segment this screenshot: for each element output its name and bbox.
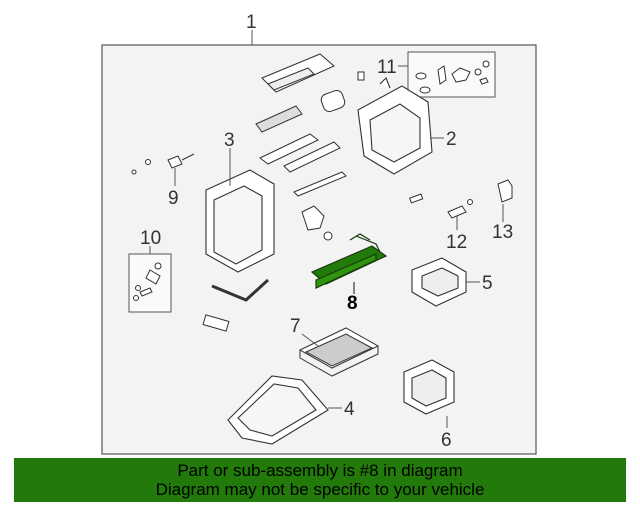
part-13-bracket [497,179,513,203]
notice-banner: Part or sub-assembly is #8 in diagram Di… [14,458,626,502]
callout-13: 13 [492,222,513,243]
small-seal [202,314,230,332]
part-9-sensor [131,153,195,175]
part-3-housing [205,169,275,273]
callout-7: 7 [290,316,301,337]
callout-2: 2 [446,129,457,150]
callout-3: 3 [224,130,235,151]
banner-line-1: Part or sub-assembly is #8 in diagram [177,461,463,480]
callout-10: 10 [140,228,161,249]
part-11-clips [415,60,490,94]
part-12-link [409,193,473,219]
part-7-filter [298,327,380,377]
part-4-lower-case [227,375,329,445]
callout-1: 1 [246,12,257,33]
part-8-heater-core [310,233,388,289]
part-5-duct [411,257,467,307]
detail-box-10 [128,253,172,313]
actuator [301,205,333,241]
part-6-duct [403,359,455,415]
callout-12: 12 [446,232,467,253]
assembly-frame [101,44,537,455]
parts-diagram: 1 11 10 2 3 [101,12,537,455]
part-10-links [133,262,162,301]
callout-5: 5 [482,273,493,294]
callout-8: 8 [347,293,358,314]
callout-9: 9 [168,188,179,209]
drain-rod [211,278,270,302]
callout-4: 4 [344,399,355,420]
part-2-housing [357,77,433,175]
banner-line-2: Diagram may not be specific to your vehi… [155,480,485,499]
upper-panels [255,53,365,197]
callout-11: 11 [377,57,397,78]
callout-6: 6 [441,430,452,451]
